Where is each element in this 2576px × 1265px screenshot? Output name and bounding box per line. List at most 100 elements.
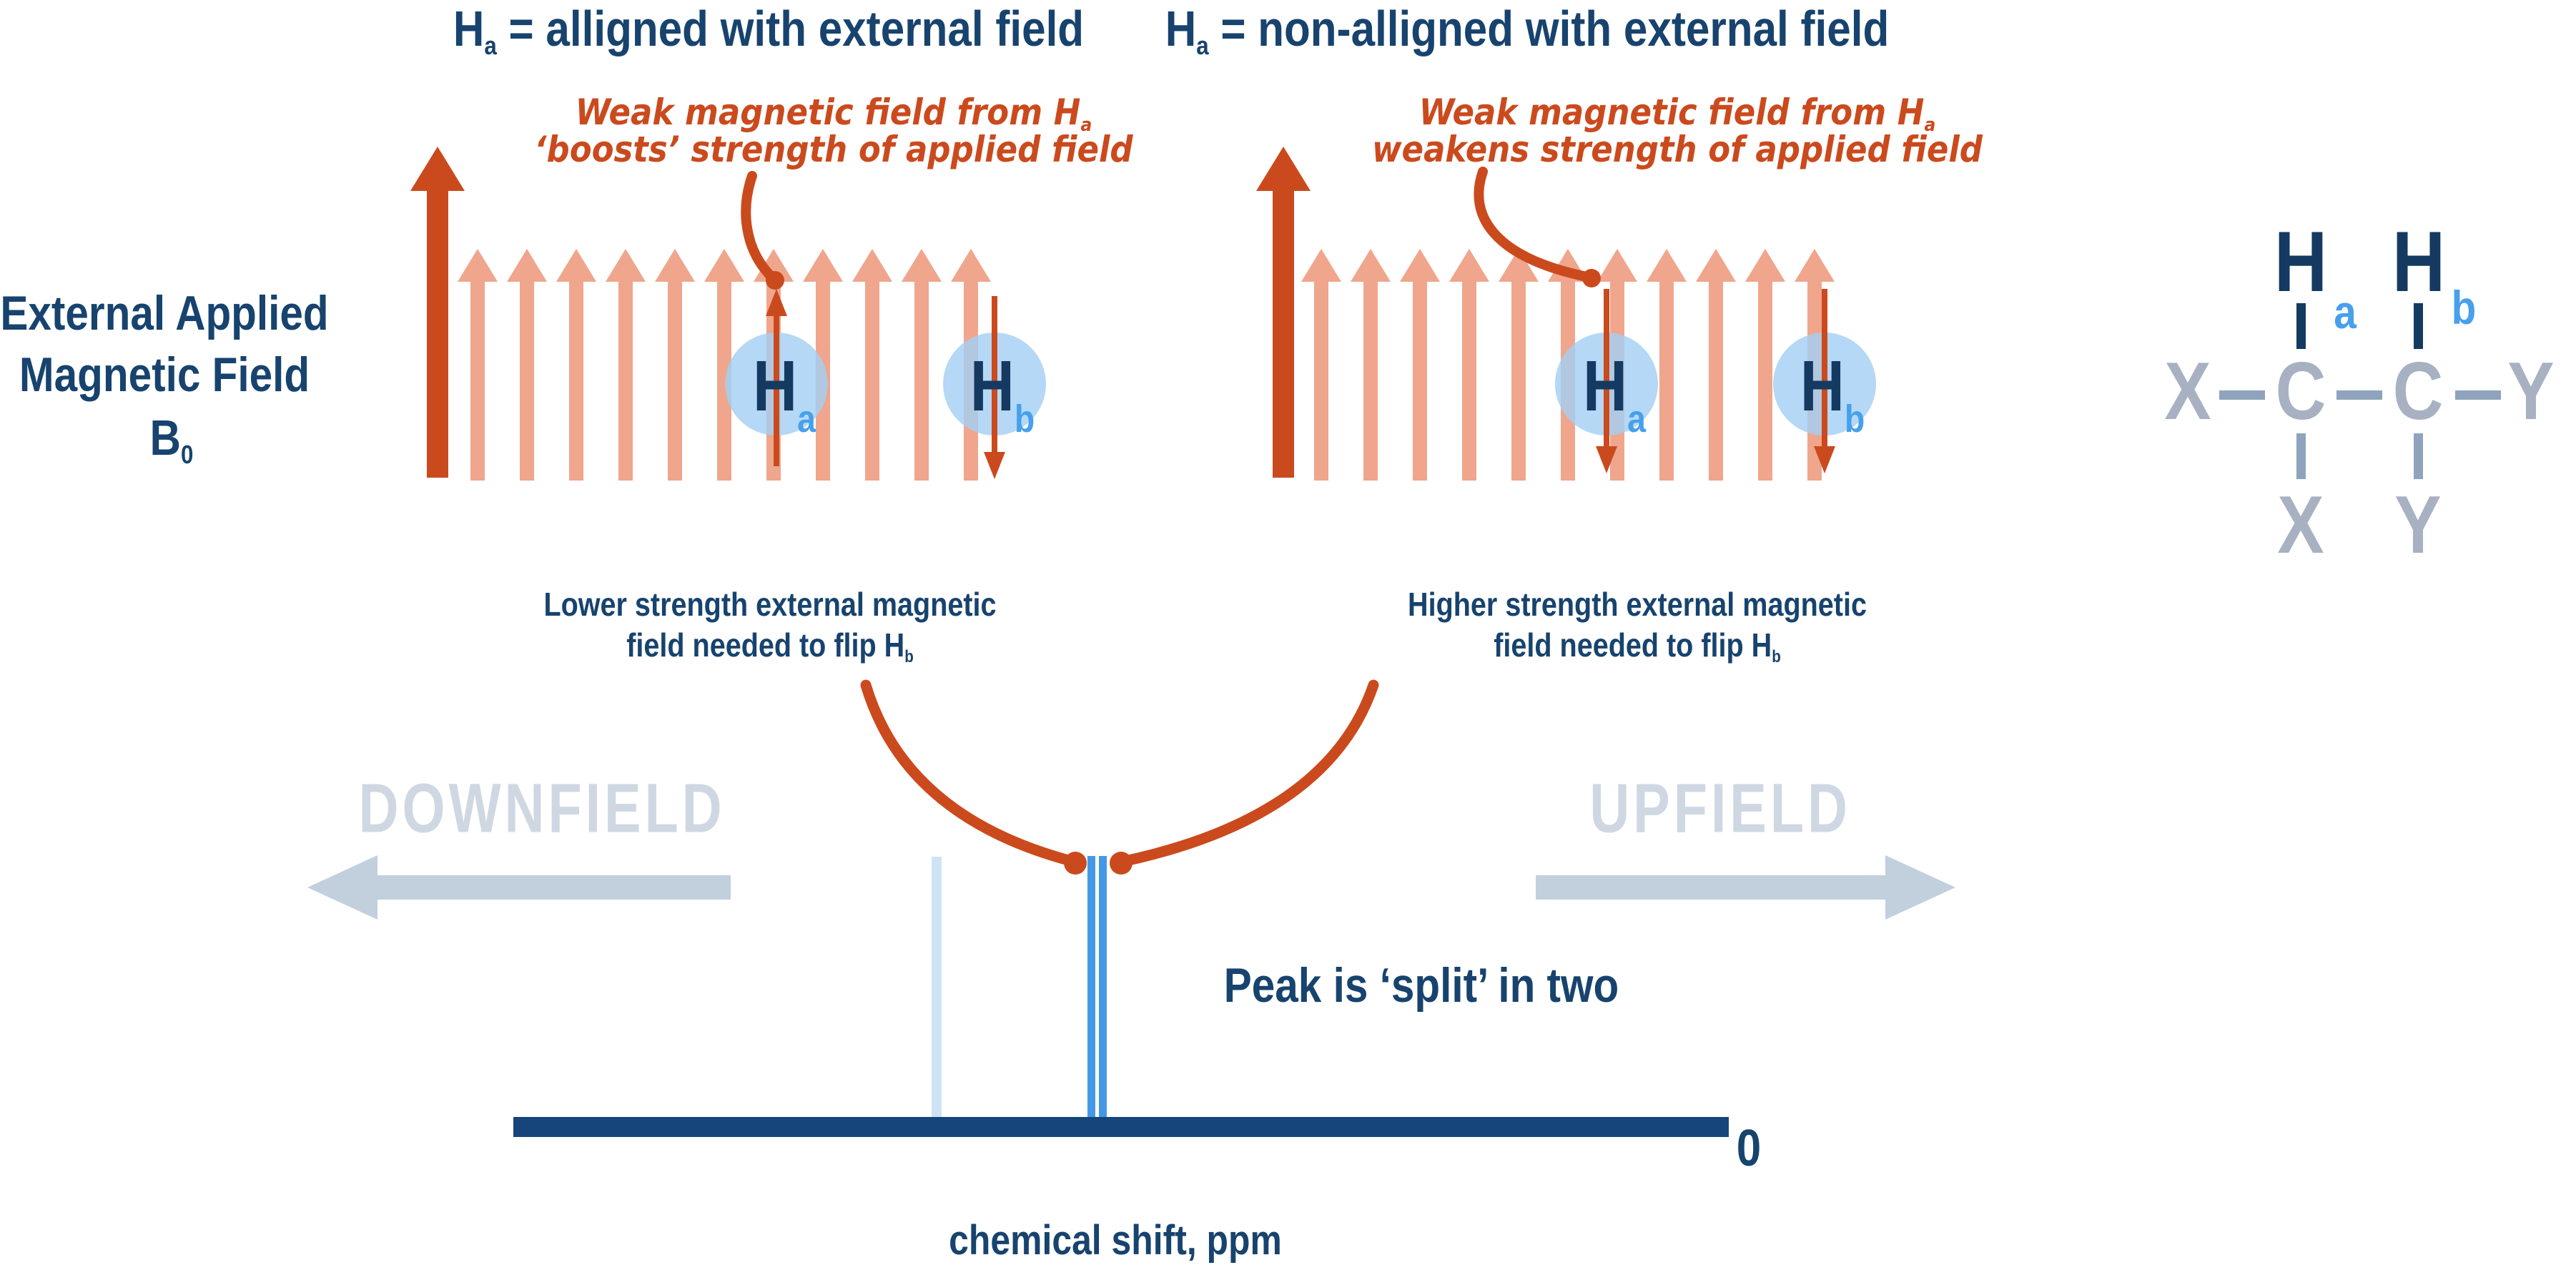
title-left-rest: = alligned with external field: [496, 1, 1085, 56]
split-peak-line: [1099, 856, 1107, 1118]
spectrum-axis: [513, 1117, 1729, 1137]
axis-label: chemical shift, ppm: [949, 1217, 1282, 1264]
structure-c1: C: [2275, 346, 2326, 437]
nucleus-left-hb-sub: b: [1014, 398, 1035, 440]
title-right-nonaligned: Ha = non-alligned with external field: [1165, 1, 1890, 59]
field-line-arrow: [458, 249, 498, 481]
nucleus-left-ha-h: H: [753, 346, 798, 426]
bond-c2-y-right: [2455, 390, 2501, 400]
nucleus-right-hb-sub: b: [1844, 398, 1865, 440]
annotation-pointer-dot: [766, 271, 784, 290]
downfield-arrow: [307, 855, 731, 920]
annotation-right-line1: Weak magnetic field from Ha: [1418, 92, 1935, 134]
applied-field-arrow: [1256, 147, 1311, 478]
upfield-arrow: [1536, 855, 1955, 920]
caption-right-line2-sub: b: [1772, 647, 1781, 667]
caption-right-line2-text: field needed to flip H: [1494, 626, 1772, 664]
structure-hb-h: H: [2392, 214, 2446, 310]
annotation-left-line1: Weak magnetic field from Ha: [575, 92, 1092, 134]
caption-right-line1: Higher strength external magnetic: [1408, 586, 1867, 623]
bond-c1-x: [2296, 433, 2306, 479]
annotation-right-line1-sub: a: [1924, 114, 1936, 136]
annotation-left-line1-text: Weak magnetic field from H: [575, 92, 1081, 133]
spin-down-arrow: [984, 296, 1005, 479]
field-line-arrow: [556, 249, 596, 481]
title-right-rest: = non-alligned with external field: [1208, 1, 1890, 56]
field-line-arrow: [852, 249, 892, 481]
field-line-arrow: [1351, 249, 1391, 481]
caption-left-line1: Lower strength external magnetic: [543, 586, 997, 623]
title-left-aligned: Ha = alligned with external field: [453, 1, 1085, 59]
axis-origin-zero: 0: [1736, 1120, 1762, 1177]
caption-right-line2: field needed to flip Hb: [1494, 626, 1781, 666]
structure-c2: C: [2392, 346, 2444, 437]
field-line-arrow: [704, 249, 744, 481]
annotation-pointer-curve: [1474, 167, 1595, 282]
b0-symbol: B: [149, 410, 182, 466]
field-line-arrow: [1301, 249, 1341, 481]
external-field-symbol: B0: [149, 410, 194, 468]
caption-left-line2-sub: b: [904, 647, 914, 667]
annotation-left-line2: ‘boosts’ strength of applied field: [534, 129, 1133, 170]
annotation-pointer-curve: [741, 171, 779, 284]
title-right-sub: a: [1196, 31, 1209, 61]
title-right-h: H: [1165, 1, 1197, 56]
field-line-arrow: [655, 249, 695, 481]
title-left-h: H: [453, 1, 485, 56]
title-left-sub: a: [484, 31, 497, 61]
applied-field-arrow: [410, 147, 465, 478]
caption-left-line2-text: field needed to flip H: [626, 626, 905, 664]
split-pointer-dot: [1064, 852, 1087, 875]
bond-c1-ha: [2296, 303, 2306, 349]
field-line-arrow: [606, 249, 646, 481]
spin-down-arrow: [1596, 289, 1617, 473]
split-pointer-dot: [1110, 852, 1132, 875]
bond-c2-y: [2414, 433, 2423, 479]
annotation-right-line2: weakens strength of applied field: [1371, 129, 1983, 170]
annotation-right-line1-text: Weak magnetic field from H: [1418, 92, 1925, 133]
field-line-arrow: [1499, 249, 1539, 481]
field-line-arrow: [1647, 249, 1687, 481]
structure-y-bottom: Y: [2394, 480, 2442, 571]
structure-x-bottom: X: [2277, 480, 2324, 571]
downfield-label: DOWNFIELD: [358, 769, 726, 847]
split-pointer-curve: [860, 679, 1077, 867]
field-line-arrow: [1696, 249, 1736, 481]
bond-c1-c2: [2336, 390, 2382, 400]
caption-left-line2: field needed to flip Hb: [626, 626, 914, 666]
bond-x-c1: [2219, 390, 2265, 400]
field-line-arrow: [1400, 249, 1440, 481]
peak-split-caption: Peak is ‘split’ in two: [1223, 958, 1619, 1013]
external-field-line2: Magnetic Field: [19, 348, 310, 402]
structure-ha-h: H: [2274, 214, 2328, 310]
field-line-arrow: [507, 249, 547, 481]
nucleus-right-ha-sub: a: [1627, 398, 1646, 440]
upfield-label: UPFIELD: [1589, 769, 1851, 847]
split-peak-line: [1087, 856, 1095, 1118]
structure-x-left: X: [2164, 346, 2211, 437]
bond-c2-hb: [2414, 303, 2423, 349]
structure-ha-sub: a: [2334, 285, 2357, 338]
nucleus-left-ha-sub: a: [797, 398, 816, 440]
annotation-left-line1-sub: a: [1080, 114, 1092, 136]
nucleus-right-hb-h: H: [1800, 346, 1845, 426]
annotation-pointer-dot: [1582, 269, 1601, 287]
b0-subscript: 0: [181, 440, 194, 470]
nucleus-left-hb-h: H: [969, 346, 1015, 426]
spin-up-arrow: [766, 289, 787, 466]
structure-y-right: Y: [2507, 346, 2555, 437]
nucleus-label-right-hb: Hb: [1800, 350, 1865, 438]
nucleus-label-left-ha: Ha: [753, 350, 816, 438]
external-field-line1: External Applied: [0, 286, 329, 340]
nucleus-right-ha-h: H: [1583, 346, 1628, 426]
spin-down-arrow: [1814, 289, 1835, 473]
single-peak-faded: [932, 857, 942, 1118]
field-line-arrow: [902, 249, 942, 481]
structure-hb-sub: b: [2451, 281, 2477, 334]
field-line-arrow: [1745, 249, 1785, 481]
nucleus-label-right-ha: Ha: [1583, 350, 1646, 438]
nucleus-label-left-hb: Hb: [970, 350, 1035, 438]
split-pointer-curve: [1120, 679, 1379, 867]
